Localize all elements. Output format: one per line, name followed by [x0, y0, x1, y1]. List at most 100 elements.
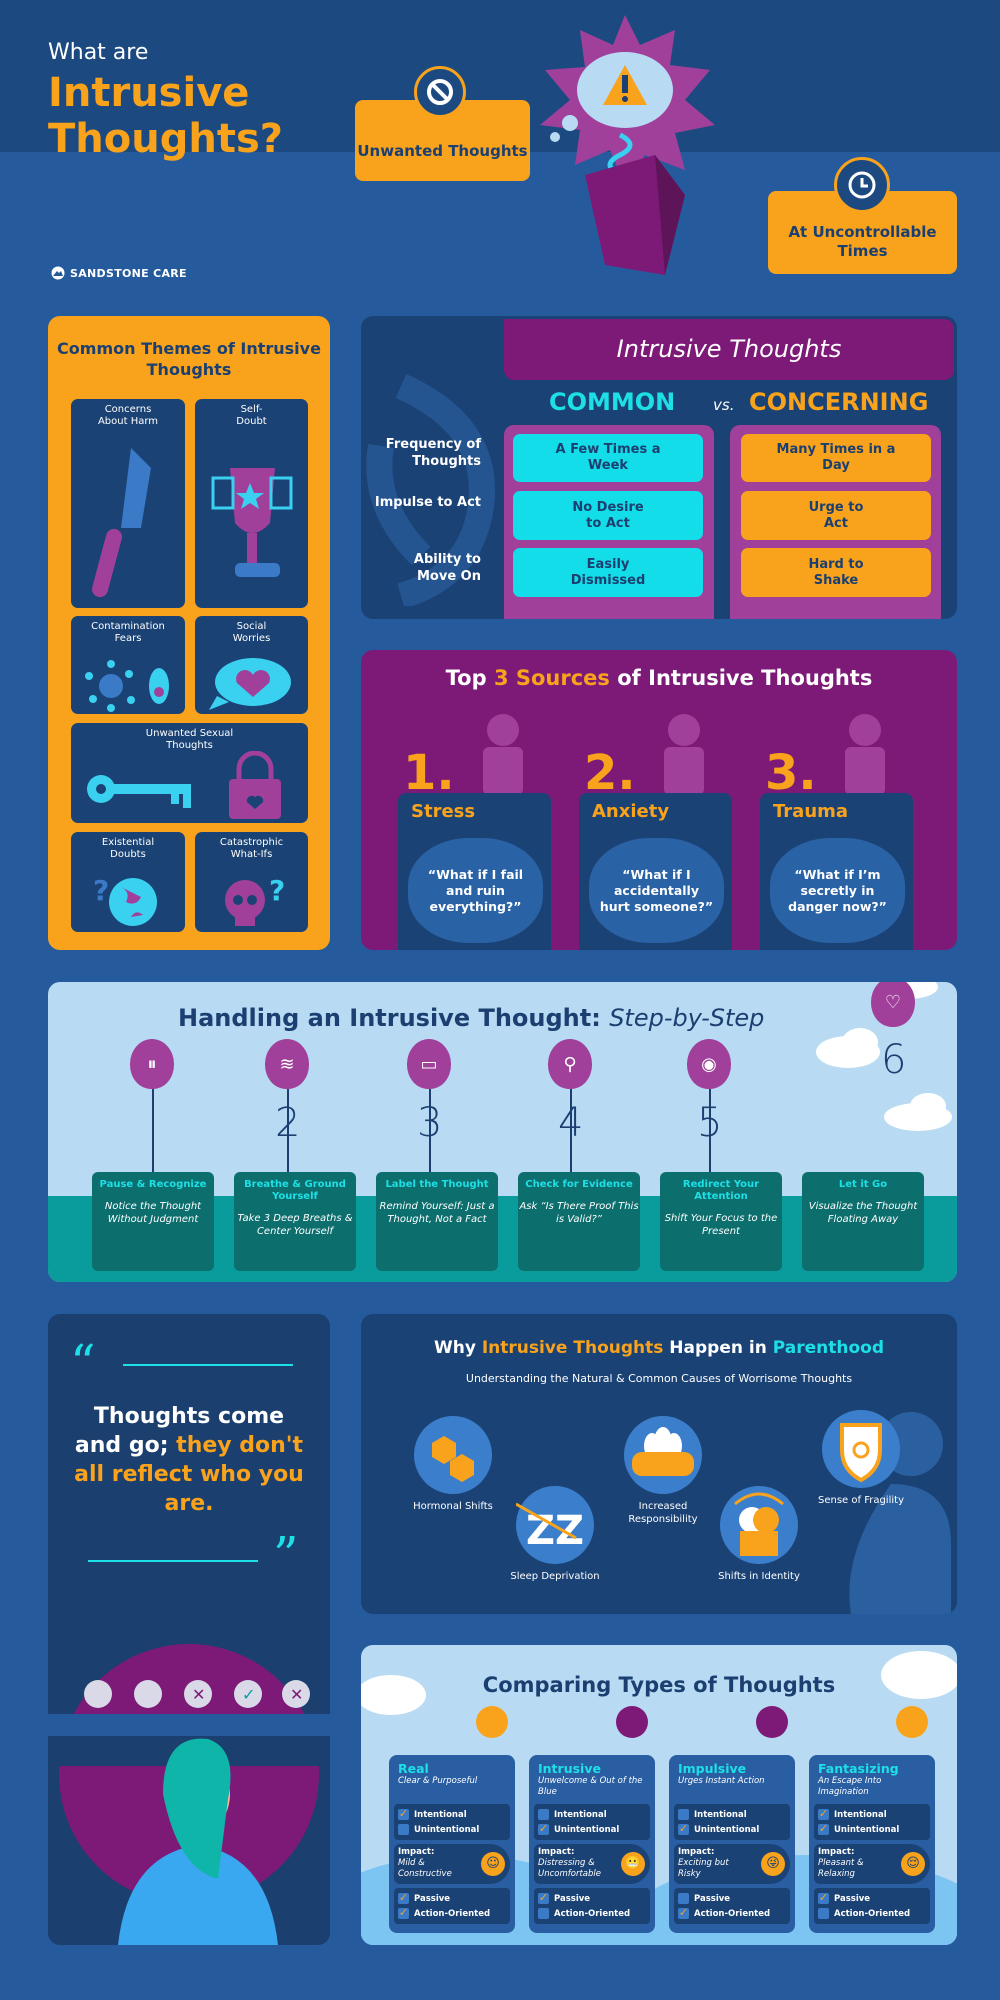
common-vs-concerning-panel: Intrusive Thoughts COMMON vs. CONCERNING…	[361, 316, 957, 619]
source-card: Stress “What if I fail and ruin everythin…	[398, 793, 551, 950]
checkbox-row-action: ✓Action-Oriented	[398, 1906, 506, 1921]
themes-title: Common Themes of Intrusive Thoughts	[57, 339, 321, 379]
key-lock-icon	[87, 751, 281, 819]
checked-checkbox-icon: ✓	[398, 1891, 409, 1904]
row-label-frequency: Frequency of Thoughts	[385, 437, 481, 469]
relieved-face-icon: 😌	[901, 1852, 925, 1876]
comparing-types-panel: Comparing Types of Thoughts Real Clear &…	[361, 1645, 957, 1945]
unchecked-checkbox-icon	[538, 1908, 549, 1919]
thought-type-card: Intrusive Unwelcome & Out of the Blue In…	[529, 1755, 655, 1933]
globe-question-icon: ?	[93, 874, 157, 926]
bell-icon	[616, 1706, 648, 1738]
step-description: Ask “Is There Proof This is Valid?”	[519, 1201, 639, 1225]
checkbox-row-passive: ✓ Passive	[398, 1891, 506, 1906]
eye-icon: ◉	[687, 1039, 731, 1089]
step-title: Let it Go	[838, 1179, 888, 1190]
source-number: 2.	[584, 745, 636, 801]
checkbox-label: Passive	[694, 1893, 731, 1904]
unchecked-checkbox-icon	[818, 1908, 829, 1919]
common-themes-panel: Common Themes of Intrusive Thoughts Conc…	[48, 316, 330, 950]
svg-text:?: ?	[269, 874, 285, 907]
checked-checkbox-icon: ✓	[678, 1906, 689, 1919]
smiling-face-icon: ☺	[481, 1852, 505, 1876]
flame-watermark-icon	[366, 374, 495, 606]
common-heading: COMMON	[549, 388, 676, 416]
source-number: 3.	[765, 745, 817, 801]
checkbox-row-passive: ✓Passive	[538, 1891, 646, 1906]
checked-checkbox-icon: ✓	[818, 1822, 829, 1835]
impact-label: Impact:	[538, 1847, 575, 1857]
checkbox-label: Unintentional	[554, 1824, 620, 1835]
checkbox-label: Passive	[414, 1893, 451, 1904]
mountain-icon	[51, 266, 65, 280]
broken-trophy-icon	[211, 468, 293, 577]
type-name: Real	[398, 1761, 429, 1776]
checkbox-label: Intentional	[834, 1809, 887, 1820]
quote-text: Thoughts come and go; they don't all ref…	[74, 1404, 304, 1516]
grimacing-face-icon: 😬	[621, 1852, 645, 1876]
thought-cloud: “What if I fail and ruin everything?”	[408, 838, 543, 943]
type-name: Intrusive	[538, 1761, 601, 1776]
label-sleep-deprivation: Sleep Deprivation	[510, 1571, 600, 1582]
checkbox-label: Unintentional	[414, 1824, 480, 1835]
divider	[88, 1560, 258, 1562]
impact-box: Impact:Mild & Constructive☺	[394, 1844, 510, 1884]
top-sources-panel: Top 3 Sources of Intrusive Thoughts 1. S…	[361, 650, 957, 950]
step-title: Label the Thought	[385, 1179, 489, 1190]
checkbox-label: Action-Oriented	[694, 1908, 771, 1919]
unchecked-checkbox-icon	[538, 1809, 549, 1820]
pregnant-silhouette-icon	[849, 1412, 951, 1614]
concerning-frequency: Many Times in a Day	[741, 434, 931, 482]
checkbox-label: Action-Oriented	[414, 1908, 491, 1919]
theme-unwanted-sexual-thoughts: Unwanted Sexual Thoughts	[71, 723, 308, 823]
close-quote-icon: ”	[273, 1526, 299, 1584]
checkbox-row-unintentional: ✓ Unintentional	[818, 1822, 926, 1837]
unchecked-checkbox-icon	[678, 1893, 689, 1904]
cracked-person-icon	[845, 714, 885, 795]
step-title: Pause & Recognize	[99, 1179, 207, 1190]
impact-label: Impact:	[678, 1847, 715, 1857]
checkbox-row-unintentional: ✓ Unintentional	[538, 1822, 646, 1837]
checkbox-label: Unintentional	[834, 1824, 900, 1835]
logo-text: SANDSTONE CARE	[70, 266, 187, 280]
checkbox-row-unintentional: ✓Unintentional	[678, 1822, 786, 1837]
nest-icon	[624, 1416, 702, 1494]
concerning-heading: CONCERNING	[749, 388, 929, 416]
germ-icon	[85, 660, 169, 712]
thinking-woman-illustration: ✕✓✕	[48, 1644, 330, 1945]
source-number: 1.	[403, 745, 455, 801]
theme-existential-doubts: Existential Doubts ?	[71, 832, 185, 932]
sleep-icon: ZZ	[515, 1486, 594, 1564]
parenthood-panel: Why Intrusive Thoughts Happen in Parenth…	[361, 1314, 957, 1614]
step-description: Take 3 Deep Breaths & Center Yourself	[237, 1213, 353, 1237]
open-quote-icon: “	[70, 1334, 96, 1392]
hormone-icon	[414, 1416, 492, 1494]
pre-title: What are	[48, 40, 149, 65]
checked-checkbox-icon: ✓	[538, 1822, 549, 1835]
checked-checkbox-icon: ✓	[678, 1822, 689, 1835]
impact-text: Exciting but Risky	[678, 1858, 729, 1879]
winking-tongue-face-icon: 😜	[761, 1852, 785, 1876]
type-subtitle: Clear & Purposeful	[398, 1776, 478, 1786]
impact-text: Distressing & Uncomfortable	[538, 1858, 601, 1879]
source-name: Stress	[411, 801, 476, 822]
theme-contamination-fears: Contamination Fears	[71, 616, 185, 714]
sources-title: Top 3 Sources of Intrusive Thoughts	[445, 666, 873, 690]
jack-in-the-box-illustration	[540, 15, 715, 275]
thought-type-card: Fantasizing An Escape Into Imagination ✓…	[809, 1755, 935, 1933]
checkbox-row-action: Action-Oriented	[818, 1906, 926, 1921]
balloon-string	[709, 1089, 711, 1172]
step-number: 6	[881, 1037, 907, 1083]
anxious-person-icon	[664, 714, 704, 795]
row-label-impulse: Impulse to Act	[374, 495, 481, 510]
impact-box: Impact:Pleasant & Relaxing😌	[814, 1844, 930, 1884]
concerning-ability: Hard to Shake	[741, 548, 931, 597]
common-ability: Easily Dismissed	[513, 548, 703, 597]
checkbox-row-intentional: Intentional	[678, 1807, 786, 1822]
book-icon	[896, 1706, 928, 1738]
svg-text:✕: ✕	[290, 1685, 303, 1704]
